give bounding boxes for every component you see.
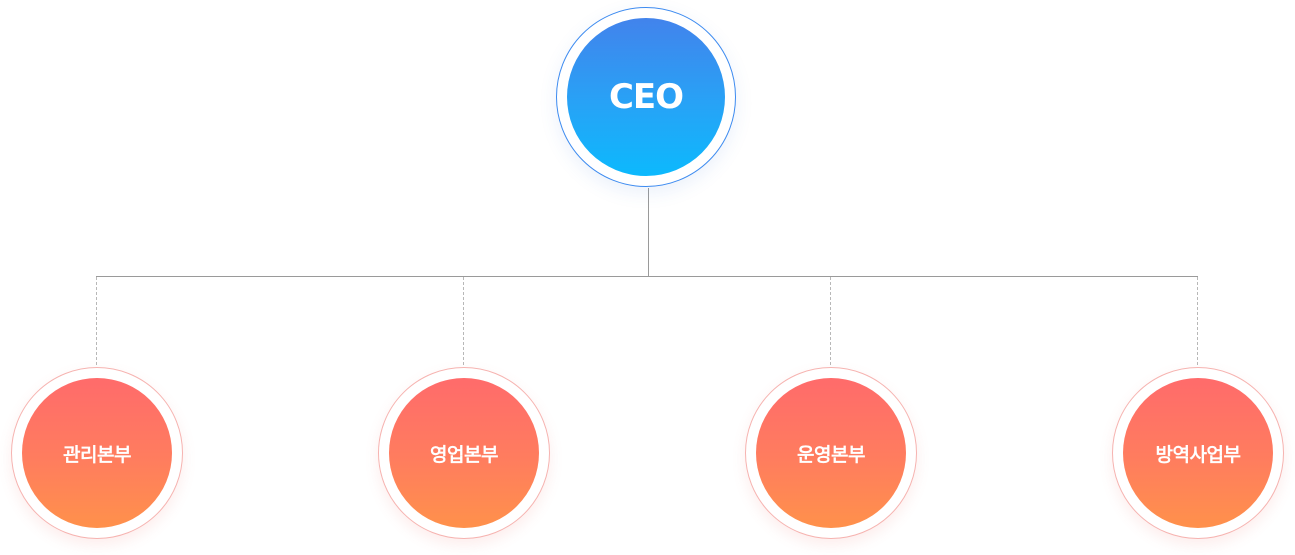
department-node-operations: 운영본부	[745, 367, 917, 539]
ceo-label: CEO	[608, 77, 684, 117]
department-label: 관리본부	[63, 443, 131, 466]
department-circle: 관리본부	[22, 378, 172, 528]
department-node-management: 관리본부	[11, 367, 183, 539]
department-connector-line	[96, 277, 97, 365]
ceo-circle: CEO	[567, 18, 725, 176]
department-connector-line	[830, 277, 831, 365]
department-circle: 운영본부	[756, 378, 906, 528]
department-label: 영업본부	[430, 443, 498, 466]
department-node-sales: 영업본부	[378, 367, 550, 539]
department-circle: 방역사업부	[1123, 378, 1273, 528]
department-label: 운영본부	[797, 443, 865, 466]
horizontal-connector-line	[96, 276, 1198, 277]
ceo-connector-line	[648, 188, 649, 277]
department-connector-line	[1197, 277, 1198, 365]
department-connector-line	[463, 277, 464, 365]
ceo-node: CEO	[556, 7, 736, 187]
department-circle: 영업본부	[389, 378, 539, 528]
department-node-disinfection: 방역사업부	[1112, 367, 1284, 539]
department-label: 방역사업부	[1155, 443, 1241, 466]
